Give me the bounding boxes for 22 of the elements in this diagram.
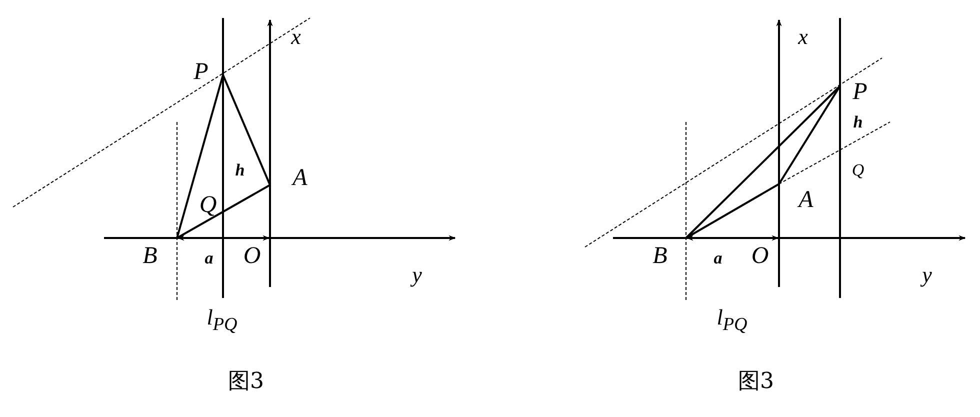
line-label: l$_{PQ}$ xyxy=(716,306,748,334)
line-label: l$_{PQ}$ xyxy=(206,306,238,334)
figure-caption: 图3 xyxy=(228,371,264,393)
segment-label: a xyxy=(714,250,722,266)
point-label: B xyxy=(652,244,668,268)
point-label: O xyxy=(243,244,261,268)
point-label: A xyxy=(798,188,814,212)
axis-label: y xyxy=(412,264,422,286)
point-label: P xyxy=(194,60,208,84)
axis-label: x xyxy=(291,26,301,48)
segment-label: h xyxy=(853,114,863,130)
point-label: P xyxy=(852,80,868,104)
axis-label: x xyxy=(798,26,808,48)
point-label: A xyxy=(292,166,308,190)
segment-label: h xyxy=(235,162,245,178)
axis-label: y xyxy=(922,264,932,286)
point-label: B xyxy=(142,244,158,268)
segment-label: a xyxy=(204,250,214,266)
figure-caption: 图3 xyxy=(738,371,774,393)
point-label: Q xyxy=(199,193,217,217)
point-label: Q xyxy=(852,162,864,178)
point-label: O xyxy=(751,244,769,268)
